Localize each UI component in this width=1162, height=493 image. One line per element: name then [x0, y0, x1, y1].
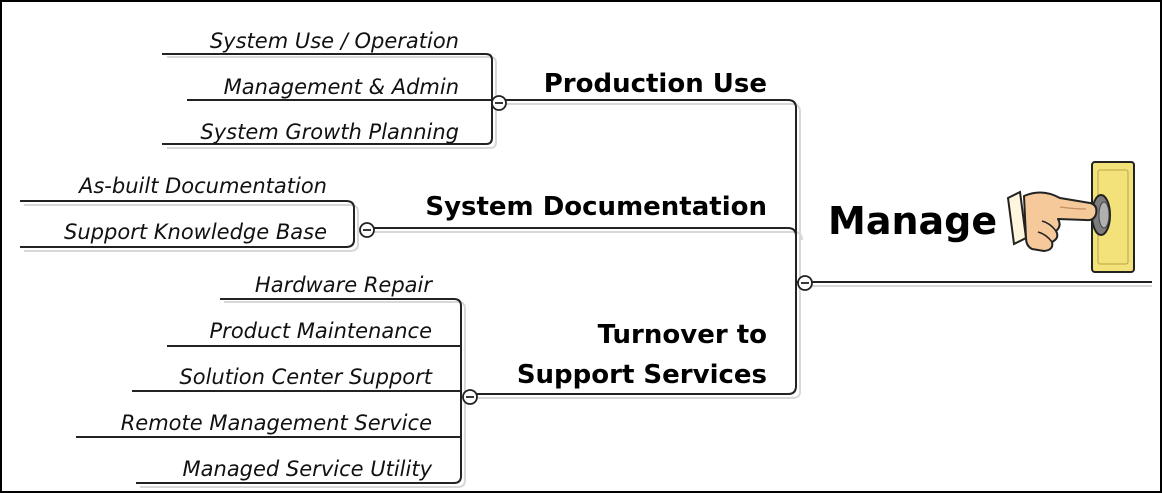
leaf-system-growth-planning: System Growth Planning	[200, 120, 459, 144]
branch-turnover: Hardware Repair Product Maintenance Solu…	[76, 273, 797, 484]
turnover-connector	[470, 277, 797, 395]
central-topic-label: Manage	[828, 199, 997, 243]
branch-label-turnover-line2: Support Services	[517, 360, 767, 390]
hand-pressing-button-icon	[1006, 161, 1135, 273]
production-use-bracket	[162, 53, 499, 145]
system-documentation-connector	[366, 227, 797, 277]
production-use-connector	[499, 99, 797, 277]
leaf-solution-center-support: Solution Center Support	[179, 365, 432, 389]
leaf-system-use-operation: System Use / Operation	[210, 29, 459, 53]
branch-label-production-use: Production Use	[544, 69, 767, 99]
collapse-toggle-production-use[interactable]	[491, 95, 507, 111]
leaf-as-built-documentation: As-built Documentation	[77, 174, 327, 198]
branch-label-system-documentation: System Documentation	[425, 192, 767, 222]
leaf-remote-management-service: Remote Management Service	[121, 411, 432, 435]
turnover-bracket	[76, 298, 462, 484]
leaf-management-admin: Management & Admin	[224, 75, 459, 99]
branch-production-use: System Use / Operation Management & Admi…	[162, 29, 797, 277]
system-documentation-bracket	[20, 200, 355, 248]
leaf-managed-service-utility: Managed Service Utility	[183, 457, 433, 481]
collapse-toggle-turnover[interactable]	[462, 389, 478, 405]
collapse-toggle-central[interactable]	[797, 275, 813, 291]
central-topic: Manage	[796, 161, 1152, 291]
collapse-toggle-system-documentation[interactable]	[359, 222, 375, 238]
leaf-product-maintenance: Product Maintenance	[210, 319, 432, 343]
leaf-hardware-repair: Hardware Repair	[255, 273, 433, 297]
branch-system-documentation: As-built Documentation Support Knowledge…	[20, 174, 797, 277]
leaf-support-knowledge-base: Support Knowledge Base	[64, 220, 327, 244]
branch-label-turnover-line1: Turnover to	[598, 320, 767, 350]
